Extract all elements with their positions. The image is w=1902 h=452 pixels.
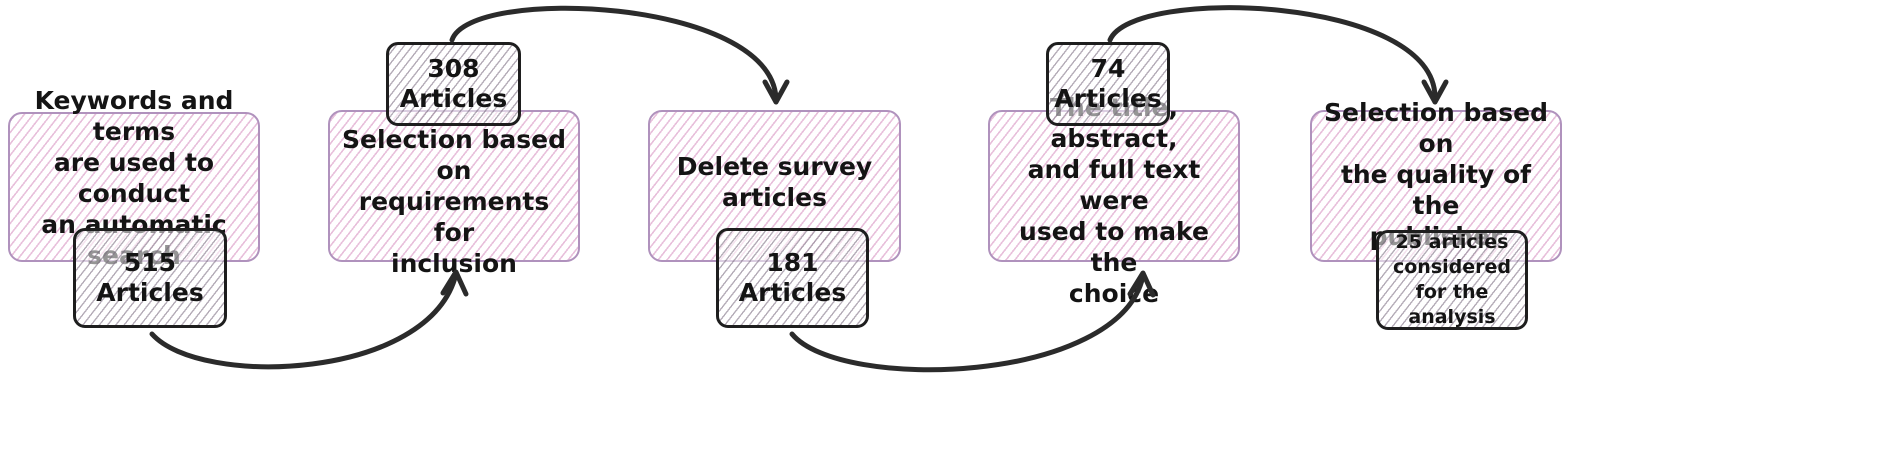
count-515-articles: 515 Articles bbox=[73, 228, 227, 328]
stage-publisher-quality-text: Selection based on the quality of the pu… bbox=[1324, 97, 1548, 251]
count-25-articles: 25 articles considered for the analysis bbox=[1376, 230, 1528, 330]
count-74-articles: 74 Articles bbox=[1046, 42, 1170, 126]
stage-inclusion-requirements: Selection based on requirements for incl… bbox=[328, 110, 580, 278]
count-308-articles-text: 308 Articles bbox=[399, 54, 508, 113]
stage-delete-survey-text: Delete survey articles bbox=[676, 152, 873, 212]
count-181-articles-text: 181 Articles bbox=[738, 248, 847, 307]
count-25-articles-text: 25 articles considered for the analysis bbox=[1392, 231, 1511, 328]
stage-title-abstract-fulltext: The title, abstract, and full text were … bbox=[988, 93, 1240, 308]
stage-automatic-search: Keywords and terms are used to conduct a… bbox=[8, 86, 260, 270]
arrow-308-to-delete-survey-head bbox=[762, 79, 790, 105]
count-308-articles: 308 Articles bbox=[386, 42, 521, 126]
count-74-articles-text: 74 Articles bbox=[1054, 54, 1162, 113]
count-181-articles: 181 Articles bbox=[716, 228, 869, 328]
stage-inclusion-requirements-text: Selection based on requirements for incl… bbox=[342, 124, 566, 278]
count-515-articles-text: 515 Articles bbox=[96, 248, 204, 307]
stage-automatic-search-text: Keywords and terms are used to conduct a… bbox=[34, 86, 234, 270]
